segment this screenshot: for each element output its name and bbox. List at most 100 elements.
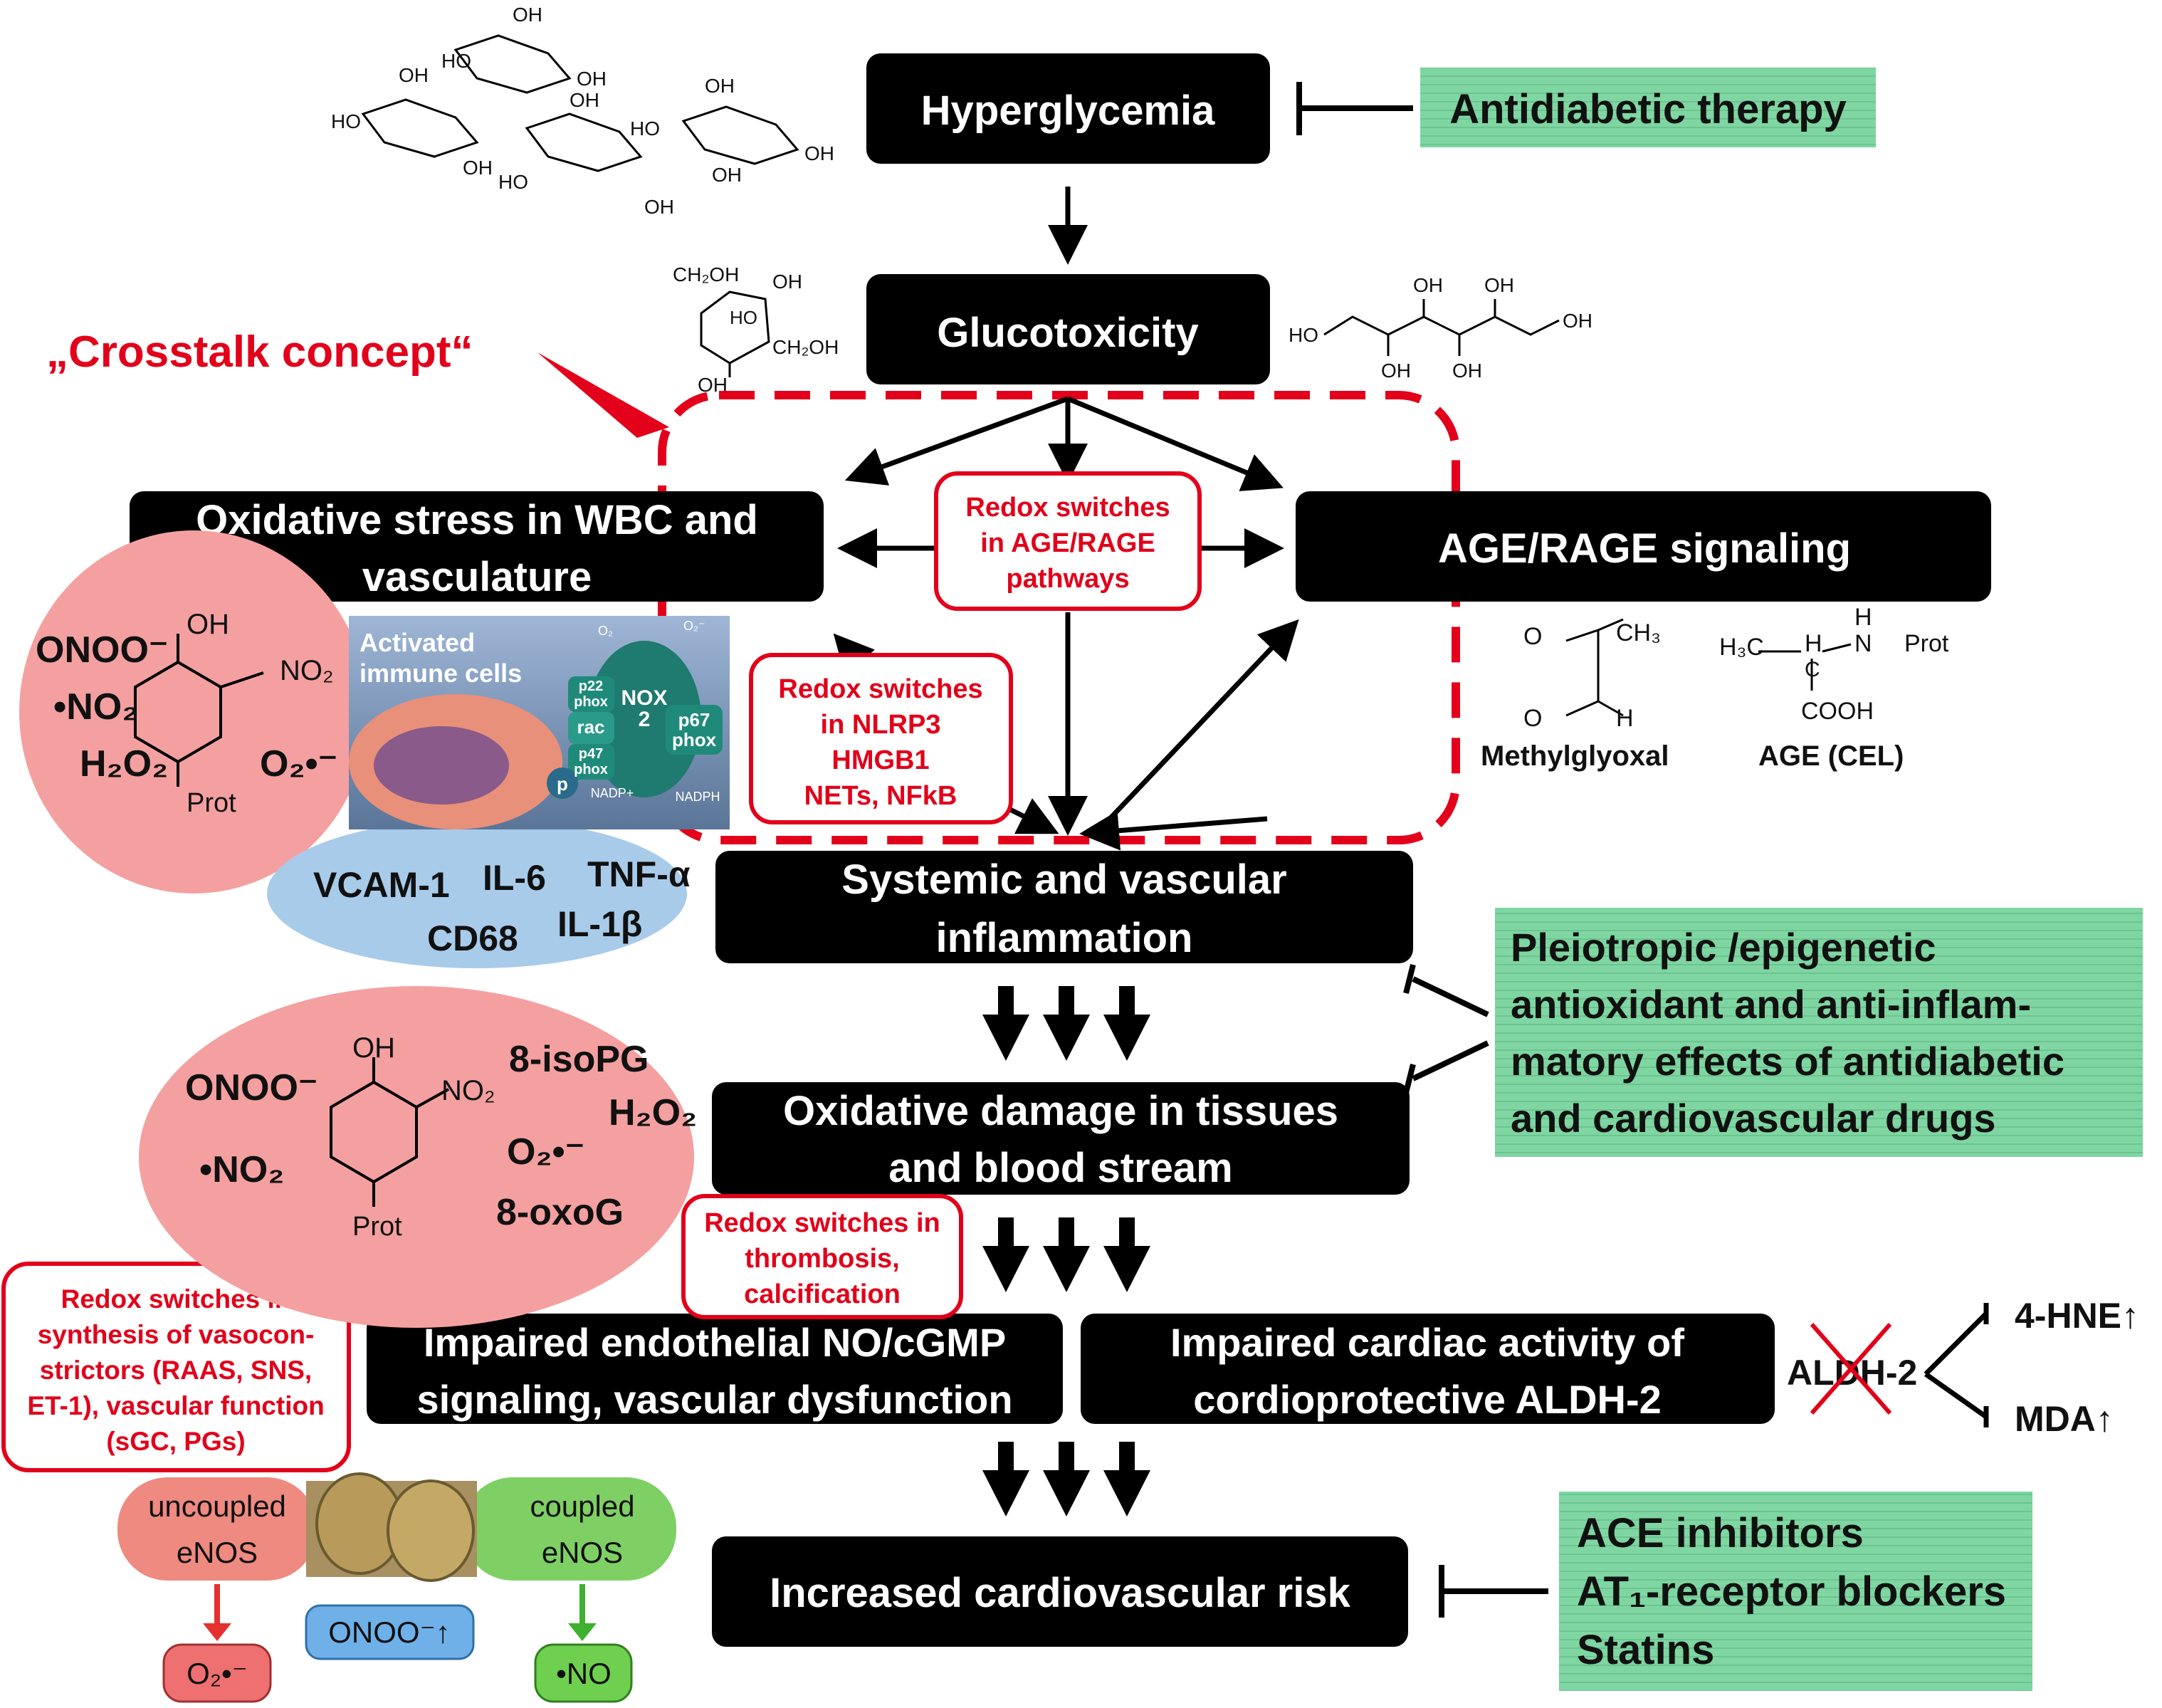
fructose-oh: OH xyxy=(772,271,802,293)
p22-label-1: p22 xyxy=(579,679,603,694)
triple-arrow-1 xyxy=(982,986,1150,1061)
top-o2: O₂•⁻ xyxy=(260,743,337,785)
down-arrow-red-icon xyxy=(203,1623,231,1641)
bottom-oh: OH xyxy=(352,1032,395,1064)
systemic-label-1: Systemic and vascular xyxy=(841,856,1286,903)
p22-label-2: phox xyxy=(574,694,608,710)
sorbitol-oh: OH xyxy=(1563,310,1592,332)
glucose-oh: OH xyxy=(399,64,429,86)
redox-age-rage-box: Redox switches in AGE/RAGE pathways xyxy=(934,471,1202,611)
glucose-ho: HO xyxy=(441,50,471,72)
risk-box: Increased cardiovascular risk xyxy=(712,1536,1408,1647)
endothelial-label-2: signaling, vascular dysfunction xyxy=(416,1377,1012,1422)
sorbitol-oh: OH xyxy=(1484,274,1514,296)
redox-thrombosis-line-3: calcification xyxy=(744,1279,901,1309)
bottom-h2o2: H₂O₂ xyxy=(609,1092,697,1133)
nox-label-2: 2 xyxy=(639,708,651,731)
top-prot: Prot xyxy=(187,788,236,818)
o2-top-label: O₂ xyxy=(598,624,613,638)
cel-h2: H xyxy=(1854,604,1872,631)
superoxide-pill xyxy=(162,1643,272,1703)
oxidative-damage-label-2: and blood stream xyxy=(888,1145,1232,1191)
redox-vaso-line-3: strictors (RAAS, SNS, xyxy=(40,1356,312,1385)
triple-arrow-3 xyxy=(982,1442,1150,1516)
redox-vaso-line-4: ET-1), vascular function xyxy=(27,1391,324,1420)
drug-statins: Statins xyxy=(1577,1627,1714,1673)
p47-label-2: phox xyxy=(574,762,608,777)
oxidative-wbc-label-1: Oxidative stress in WBC and xyxy=(196,497,758,543)
redox-nlrp3-line-3: HMGB1 xyxy=(831,745,929,775)
redox-vasoconstrictor-box: Redox switches in synthesis of vasocon- … xyxy=(1,1262,351,1472)
antidiabetic-therapy-box: Antidiabetic therapy xyxy=(1420,68,1876,147)
cel-prot: Prot xyxy=(1904,630,1949,657)
glucose-ho: HO xyxy=(498,171,528,193)
inhibition-lines xyxy=(1296,82,1548,1618)
glucose-oh: OH xyxy=(804,142,834,164)
hne-label: 4-HNE↑ xyxy=(2015,1296,2139,1336)
fructose-ch2oh: CH₂OH xyxy=(772,336,839,358)
age-rage-label: AGE/RAGE signaling xyxy=(1438,525,1851,572)
bottom-onoo: ONOO⁻ xyxy=(185,1067,318,1109)
cytokine-oval xyxy=(267,819,687,968)
glucose-oh: OH xyxy=(712,164,742,186)
redox-nlrp3-line-2: in NLRP3 xyxy=(821,710,941,740)
no-label: •NO xyxy=(556,1657,612,1690)
glucotoxicity-label: Glucotoxicity xyxy=(937,310,1198,356)
cytokine-il1b: IL-1β xyxy=(557,904,642,944)
pleiotropic-line-4: and cardiovascular drugs xyxy=(1511,1096,1996,1141)
p47-label-1: p47 xyxy=(579,746,603,762)
top-h2o2: H₂O₂ xyxy=(80,743,168,785)
p67-label-2: phox xyxy=(672,729,717,750)
sorbitol-oh: OH xyxy=(1381,360,1411,382)
hyperglycemia-box: Hyperglycemia xyxy=(866,53,1270,164)
triple-arrow-2 xyxy=(982,1217,1150,1292)
drug-at1: AT₁-receptor blockers xyxy=(1577,1568,2006,1615)
redox-nlrp3-box: Redox switches in NLRP3 HMGB1 NETs, NFkB xyxy=(749,653,1013,824)
cytokine-tnf: TNF-α xyxy=(587,854,691,894)
mda-label: MDA↑ xyxy=(2015,1399,2114,1439)
glucose-labels: OH HO OH HO OH OH OH HO OH OH HO OH OH xyxy=(331,4,834,218)
oxidative-wbc-label-2: vasculature xyxy=(362,554,592,600)
sorbitol-icon xyxy=(1323,299,1560,356)
mg-ch3: CH₃ xyxy=(1616,619,1661,646)
systemic-inflammation-box: Systemic and vascular inflammation xyxy=(715,851,1413,963)
cel-h: H xyxy=(1805,630,1822,657)
cytokine-il6: IL-6 xyxy=(483,858,546,898)
no-pill xyxy=(534,1643,633,1703)
cel-cooh: COOH xyxy=(1801,698,1874,725)
pleiotropic-line-3: matory effects of antidiabetic xyxy=(1511,1039,2064,1084)
nadph-label: NADPH xyxy=(675,790,720,804)
cel-h3c: H₃C xyxy=(1719,634,1764,661)
redox-thrombosis-line-1: Redox switches in xyxy=(704,1208,940,1238)
down-arrow-green-icon xyxy=(568,1623,597,1641)
endothelial-box: Impaired endothelial NO/cGMP signaling, … xyxy=(367,1314,1063,1424)
fructose-ch2oh: CH₂OH xyxy=(673,263,739,285)
p67-label-1: p67 xyxy=(678,709,710,730)
top-no2: •NO₂ xyxy=(53,686,138,728)
mg-o1: O xyxy=(1523,623,1542,650)
redox-vaso-line-5: (sGC, PGs) xyxy=(106,1427,245,1456)
age-cel-icon xyxy=(1758,643,1852,691)
cytokine-vcam: VCAM-1 xyxy=(313,865,450,905)
pleiotropic-line-1: Pleiotropic /epigenetic xyxy=(1511,925,1936,970)
bottom-isopg: 8-isoPG xyxy=(509,1039,649,1080)
cardiac-label-2: cordioprotective ALDH-2 xyxy=(1193,1377,1662,1422)
p-label: p xyxy=(557,773,568,795)
o2-radical-label: O₂⁻ xyxy=(683,619,705,633)
species-oval-top xyxy=(19,530,368,894)
bottom-no2: •NO₂ xyxy=(199,1149,284,1190)
enos-panel: uncoupled eNOS coupled eNOS O₂•⁻ ONOO⁻↑ … xyxy=(117,1472,676,1703)
glucose-oh: OH xyxy=(577,68,607,90)
top-onoo: ONOO⁻ xyxy=(36,629,168,671)
bottom-o2: O₂•⁻ xyxy=(507,1131,584,1173)
sorbitol-ho: HO xyxy=(1289,324,1318,346)
sorbitol-oh: OH xyxy=(1452,360,1482,382)
uncoupled-line-2: eNOS xyxy=(177,1536,258,1569)
glucose-oh: OH xyxy=(463,157,493,179)
peroxynitrite-pill xyxy=(305,1604,475,1660)
nox2-complex-icon xyxy=(587,641,701,797)
nadp-label: NADP+ xyxy=(591,786,634,800)
immune-title-2: immune cells xyxy=(360,659,522,688)
cel-c: C xyxy=(1805,658,1820,681)
